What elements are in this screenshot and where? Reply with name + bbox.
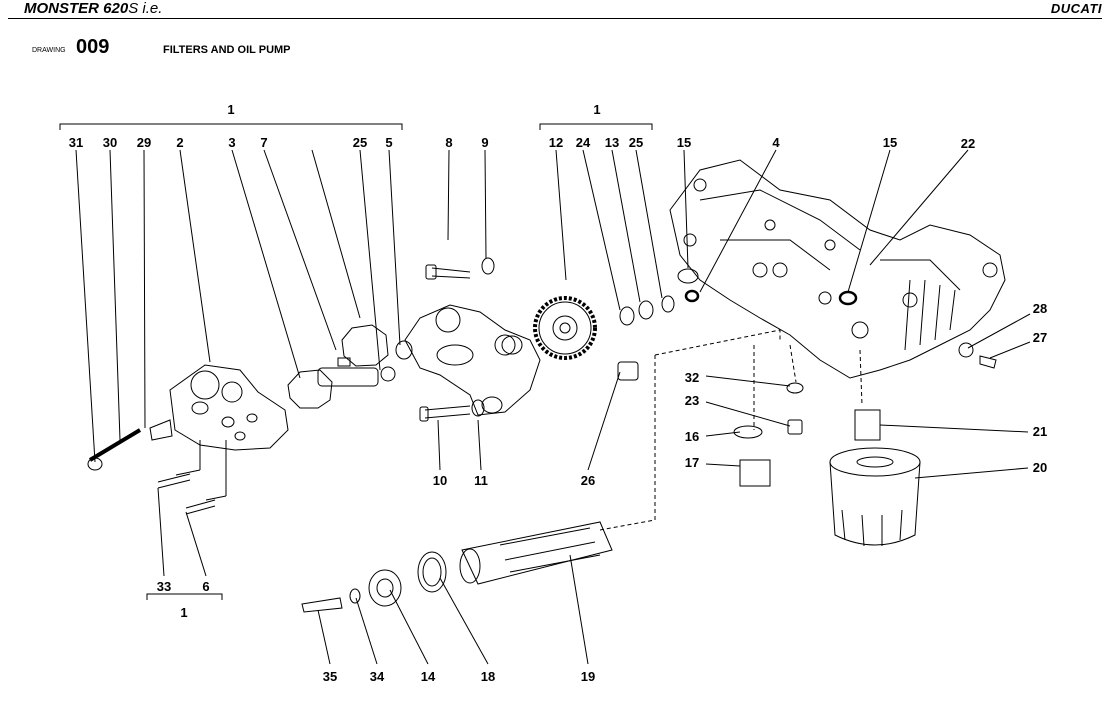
- callout-label: 20: [1033, 460, 1047, 475]
- callout-label: 19: [581, 669, 595, 684]
- callout-label: 25: [353, 135, 367, 150]
- callout-label: 34: [370, 669, 385, 684]
- callout-label: 5: [385, 135, 392, 150]
- oil-filter-screen: [459, 521, 613, 585]
- callout-label: 17: [685, 455, 699, 470]
- bracket-mid: [539, 123, 653, 130]
- pump-gears: [287, 324, 413, 409]
- drawing-label: DRAWING: [32, 47, 66, 54]
- bracket-left: [59, 123, 403, 130]
- callout-label: 6: [202, 579, 209, 594]
- oil-filter-cartridge: [829, 447, 921, 547]
- callout-label: 21: [1033, 424, 1047, 439]
- callout-label: 12: [549, 135, 563, 150]
- model-name-bold: MONSTER 620: [24, 0, 129, 17]
- callout-label: 11: [474, 473, 488, 488]
- callout-label: 26: [581, 473, 595, 488]
- callout-label: 24: [576, 135, 591, 150]
- callout-label: 22: [961, 136, 975, 151]
- callout-label: 33: [157, 579, 171, 594]
- callout-label: 13: [605, 135, 619, 150]
- header-rule: [8, 18, 1102, 19]
- oil-pump-cover: [87, 364, 289, 471]
- callout-label: 29: [137, 135, 151, 150]
- callout-label: 18: [481, 669, 495, 684]
- drive-gear: [533, 296, 597, 360]
- callout-label: 1: [180, 605, 187, 620]
- callout-label: 1: [227, 102, 234, 117]
- callout-label: 4: [772, 135, 780, 150]
- callout-label: 27: [1033, 330, 1047, 345]
- model-name: MONSTER 620S i.e.: [24, 0, 162, 17]
- callout-label: 14: [421, 669, 436, 684]
- callout-label: 35: [323, 669, 337, 684]
- drawing-number: 009: [76, 36, 110, 58]
- callout-label: 32: [685, 370, 699, 385]
- callout-label: 16: [685, 429, 699, 444]
- pump-body: [404, 304, 541, 416]
- callout-label: 23: [685, 393, 699, 408]
- callout-labels: 1 31 30 29 2 3 7 25 5 8 9 1 12 24 13 25 …: [69, 102, 1047, 684]
- brand-logo-text: DUCATI: [1050, 1, 1102, 16]
- callout-label: 7: [260, 135, 267, 150]
- callout-label: 28: [1033, 301, 1047, 316]
- crankcase: [669, 159, 1006, 379]
- model-suffix: S i.e.: [128, 0, 163, 17]
- callout-label: 10: [433, 473, 447, 488]
- page-header: MONSTER 620S i.e. DUCATI: [0, 0, 1110, 20]
- leader-lines: [75, 149, 1031, 665]
- callout-label: 31: [69, 135, 83, 150]
- callout-label: 8: [445, 135, 452, 150]
- callout-label: 1: [593, 102, 600, 117]
- callout-label: 15: [677, 135, 691, 150]
- callout-label: 9: [481, 135, 488, 150]
- callout-label: 30: [103, 135, 117, 150]
- callout-label: 25: [629, 135, 643, 150]
- callout-label: 3: [228, 135, 235, 150]
- callout-label: 2: [176, 135, 183, 150]
- small-parts: [157, 257, 997, 613]
- bracket-bottom: [146, 593, 223, 600]
- drawing-title: FILTERS AND OIL PUMP: [163, 44, 291, 56]
- callout-label: 15: [883, 135, 897, 150]
